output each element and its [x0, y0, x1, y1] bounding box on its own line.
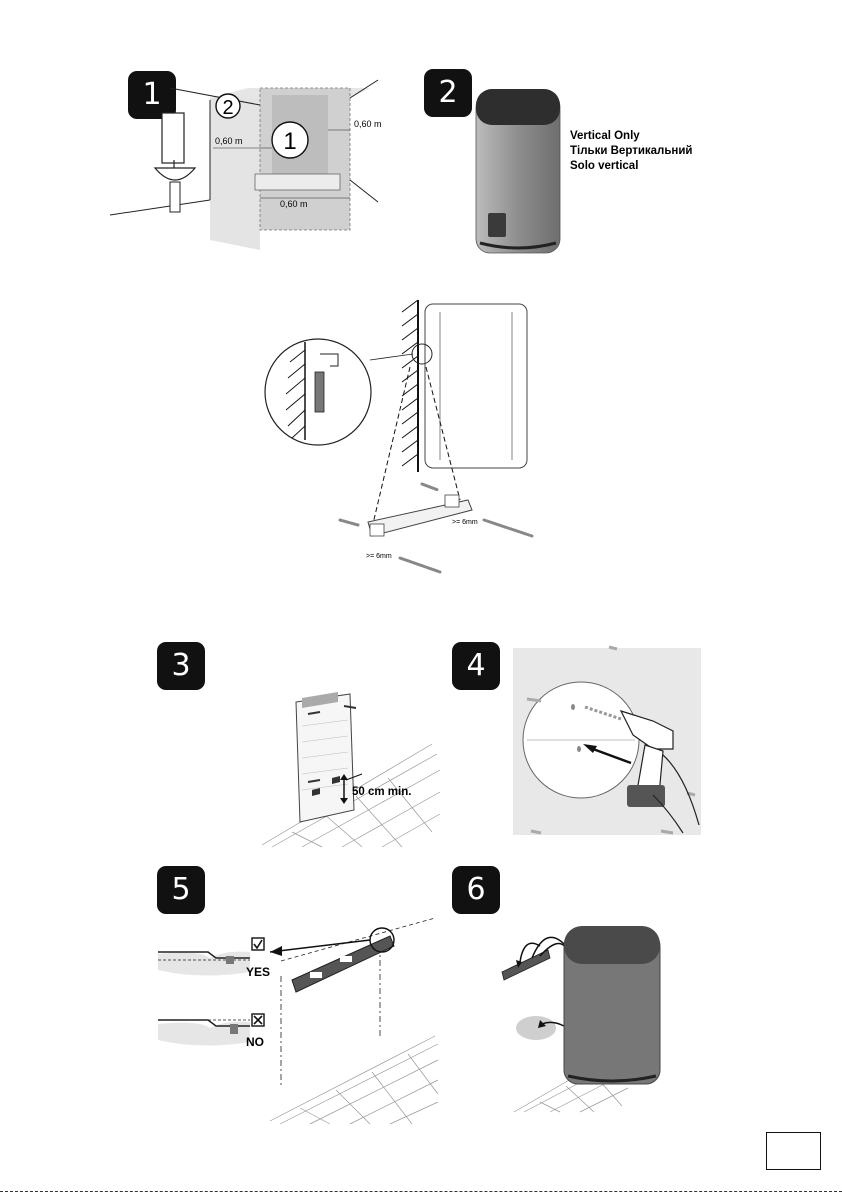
yes-label: YES	[246, 965, 270, 979]
template-placement-figure: 50 cm min.	[262, 682, 442, 848]
vertical-only-line3: Solo vertical	[570, 160, 638, 172]
zone-2-label: 2	[222, 97, 233, 119]
bottom-dashed-rule	[0, 1191, 842, 1192]
drilling-figure	[513, 645, 701, 835]
zone-1-label: 1	[283, 128, 296, 155]
dim-bottom-label: 0,60 m	[280, 199, 308, 209]
wall-mounting-diagram: >= 6mm >= 6mm	[260, 292, 550, 582]
no-label: NO	[246, 1035, 264, 1049]
vertical-only-figure: Vertical Only Тільки Вертикальний Solo v…	[470, 85, 710, 260]
bracket-level-figure: YES NO	[150, 916, 440, 1126]
step-badge-2: 2	[424, 69, 472, 117]
step-badge-4: 4	[452, 642, 500, 690]
vertical-only-line1: Vertical Only	[570, 130, 640, 142]
page-number-box	[766, 1132, 821, 1170]
step-badge-5: 5	[157, 866, 205, 914]
hang-tank-figure	[500, 916, 670, 1116]
mount-dim-right: >= 6mm	[452, 519, 478, 526]
step-badge-3: 3	[157, 642, 205, 690]
mount-dim-left: >= 6mm	[366, 553, 392, 560]
vertical-only-line2: Тільки Вертикальний	[570, 145, 693, 157]
bathroom-zones-figure: 2 1 0,60 m 0,60 m 0,60 m	[110, 40, 390, 260]
clearance-label: 50 cm min.	[352, 786, 411, 798]
dim-left-label: 0,60 m	[215, 136, 243, 146]
step-badge-6: 6	[452, 866, 500, 914]
dim-right-label: 0,60 m	[354, 119, 382, 129]
